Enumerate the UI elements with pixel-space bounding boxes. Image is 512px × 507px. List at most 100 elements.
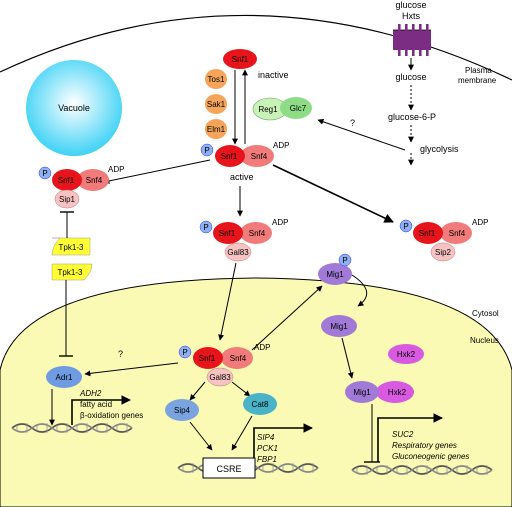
arrow-snf1-sip4 bbox=[189, 381, 206, 401]
snf1-label: Snf1 bbox=[419, 229, 436, 238]
phospho-label: P bbox=[403, 222, 408, 231]
snf1-inactive-label: Snf1 bbox=[232, 55, 249, 64]
mig1-phospho bbox=[318, 263, 352, 285]
snf1-active-complex: P Snf1 Snf4 ADP bbox=[200, 141, 289, 167]
adp-label: ADP bbox=[254, 343, 270, 352]
arrow-gal83-to-nucleus bbox=[218, 262, 237, 341]
arrow-snf1-cat8 bbox=[231, 381, 251, 397]
phospho-label: P bbox=[182, 348, 187, 357]
elm1-label: Elm1 bbox=[207, 125, 226, 134]
phospho-badge bbox=[338, 253, 352, 267]
arrow-cat8-csre bbox=[231, 415, 253, 451]
hxk2-bound-label: Hxk2 bbox=[388, 388, 407, 397]
arrow-to-sip1-complex bbox=[103, 159, 211, 184]
sip1-subunit bbox=[54, 189, 80, 209]
hxts-transporter bbox=[393, 24, 431, 56]
hxts-label: Hxts bbox=[402, 11, 421, 21]
cat8-factor bbox=[243, 393, 277, 415]
adp-label: ADP bbox=[273, 141, 289, 150]
gene-fatty-acid: fatty acid bbox=[80, 400, 112, 409]
plasma-membrane-label-2: membrane bbox=[458, 76, 497, 85]
snf4-subunit bbox=[240, 222, 272, 244]
csre-box bbox=[202, 457, 256, 479]
dna-helix-right bbox=[351, 465, 493, 475]
snf1-sip2-complex: P Snf1 Snf4 Sip2 ADP bbox=[399, 218, 488, 262]
snf4-subunit bbox=[240, 145, 274, 167]
snf1-subunit bbox=[215, 145, 245, 167]
snf1-inactive bbox=[223, 49, 257, 69]
mig1-repressor bbox=[345, 381, 379, 403]
active-label: active bbox=[230, 172, 254, 182]
nucleus-label: Nucleus bbox=[470, 336, 499, 345]
transcription-arrow-right bbox=[377, 413, 443, 462]
reg1-label: Reg1 bbox=[258, 105, 278, 114]
gal83-subunit bbox=[224, 242, 252, 262]
glc7-phosphatase bbox=[280, 97, 312, 119]
glucose-top-label: glucose bbox=[395, 0, 426, 10]
snf1-subunit bbox=[193, 347, 223, 369]
tpk-upper bbox=[51, 237, 91, 256]
tpk-upper-label: Tpk1-3 bbox=[59, 243, 84, 252]
sip4-factor bbox=[165, 399, 199, 421]
phospho-label: P bbox=[204, 146, 209, 155]
gal83-label: Gal83 bbox=[209, 373, 231, 382]
sip1-label: Sip1 bbox=[59, 195, 76, 204]
adp-label: ADP bbox=[472, 218, 488, 227]
adr1-factor bbox=[46, 366, 82, 388]
snf1-label: Snf1 bbox=[199, 354, 216, 363]
phospho-label: P bbox=[42, 169, 47, 178]
plasma-membrane-label-1: Plasma bbox=[465, 66, 492, 75]
mig1-nuclear bbox=[321, 315, 357, 337]
adp-label: ADP bbox=[272, 218, 288, 227]
arrow-mig1-down bbox=[341, 337, 354, 379]
phospho-badge bbox=[199, 220, 213, 234]
vacuole bbox=[26, 60, 122, 156]
snf1-subunit bbox=[413, 222, 443, 244]
sip2-subunit bbox=[430, 242, 456, 262]
gene-beta-oxidation: β-oxidation genes bbox=[80, 411, 143, 420]
arrow-glycolysis-reg1 bbox=[317, 118, 406, 151]
cat8-label: Cat8 bbox=[252, 400, 269, 409]
nucleus-region bbox=[0, 277, 512, 507]
transcription-arrow-middle bbox=[253, 423, 313, 458]
plasma-membrane bbox=[0, 14, 512, 81]
snf4-label: Snf4 bbox=[249, 229, 266, 238]
snf4-label: Snf4 bbox=[230, 354, 247, 363]
snf1-subunit bbox=[52, 169, 82, 191]
tpk-lower-label: Tpk1-3 bbox=[58, 268, 83, 277]
csre-label: CSRE bbox=[216, 464, 241, 474]
glucose-6p-label: glucose-6-P bbox=[388, 112, 436, 122]
gene-adh2: ADH2 bbox=[79, 389, 102, 398]
dna-helix-left bbox=[11, 423, 133, 433]
sip2-label: Sip2 bbox=[435, 248, 452, 257]
gene-pck1: PCK1 bbox=[257, 444, 278, 453]
mig1-repressor-label: Mig1 bbox=[353, 388, 371, 397]
sak1-kinase bbox=[205, 94, 227, 114]
sip4-label: Sip4 bbox=[174, 406, 191, 415]
vacuole-label: Vacuole bbox=[58, 103, 90, 113]
snf1-label: Snf1 bbox=[58, 176, 75, 185]
inactive-label: inactive bbox=[258, 70, 289, 80]
hxk2-free bbox=[388, 344, 424, 364]
adr1-label: Adr1 bbox=[56, 373, 73, 382]
snf1-sip1-complex: P Snf1 Snf4 Sip1 ADP bbox=[38, 165, 124, 209]
phospho-badge bbox=[399, 219, 413, 233]
snf4-label: Snf4 bbox=[86, 176, 103, 185]
phospho-label: P bbox=[342, 256, 347, 265]
sak1-label: Sak1 bbox=[207, 100, 226, 109]
snf4-subunit bbox=[77, 169, 109, 191]
gene-suc2: SUC2 bbox=[392, 430, 414, 439]
snf1-nuclear-complex: P Snf1 Snf4 Gal83 ADP bbox=[178, 343, 270, 387]
question-mark-1: ? bbox=[350, 118, 355, 128]
snf1-label: Snf1 bbox=[221, 152, 238, 161]
phospho-badge bbox=[200, 143, 214, 157]
adp-label: ADP bbox=[108, 165, 124, 174]
snf4-label: Snf4 bbox=[449, 229, 466, 238]
gene-fbp1: FBP1 bbox=[257, 455, 277, 464]
snf1-gal83-complex: P Snf1 Snf4 Gal83 ADP bbox=[199, 218, 288, 262]
question-mark-2: ? bbox=[118, 349, 123, 359]
arrow-nuclear-snf1-adr1 bbox=[84, 362, 179, 377]
mig1-phospho-label: Mig1 bbox=[326, 270, 344, 279]
tos1-kinase bbox=[205, 69, 227, 89]
